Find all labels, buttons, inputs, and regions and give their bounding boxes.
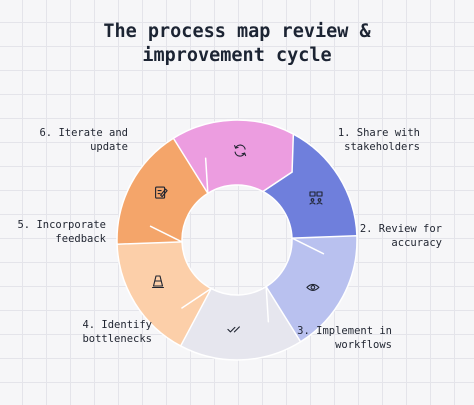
- step-label-4: 4. Identify bottlenecks: [82, 319, 152, 345]
- step-label-6: 6. Iterate and update: [39, 127, 128, 153]
- share-stakeholders-icon: [309, 191, 323, 205]
- traffic-cone-icon: [151, 275, 165, 289]
- feedback-edit-icon: [155, 186, 168, 199]
- step-label-2: 2. Review for accuracy: [359, 223, 442, 249]
- diagram-title: The process map review & improvement cyc…: [0, 20, 474, 68]
- eye-icon: [306, 283, 320, 291]
- refresh-icon: [234, 144, 247, 157]
- title-line-1: The process map review &: [103, 21, 371, 42]
- step-label-1: 1. Share with stakeholders: [337, 127, 420, 153]
- step-label-3: 3. Implement in workflows: [297, 325, 392, 351]
- check-icon: [227, 326, 240, 333]
- step-label-5: 5. Incorporate feedback: [17, 219, 106, 245]
- title-line-2: improvement cycle: [142, 45, 332, 66]
- cycle-segment-6: [172, 119, 295, 195]
